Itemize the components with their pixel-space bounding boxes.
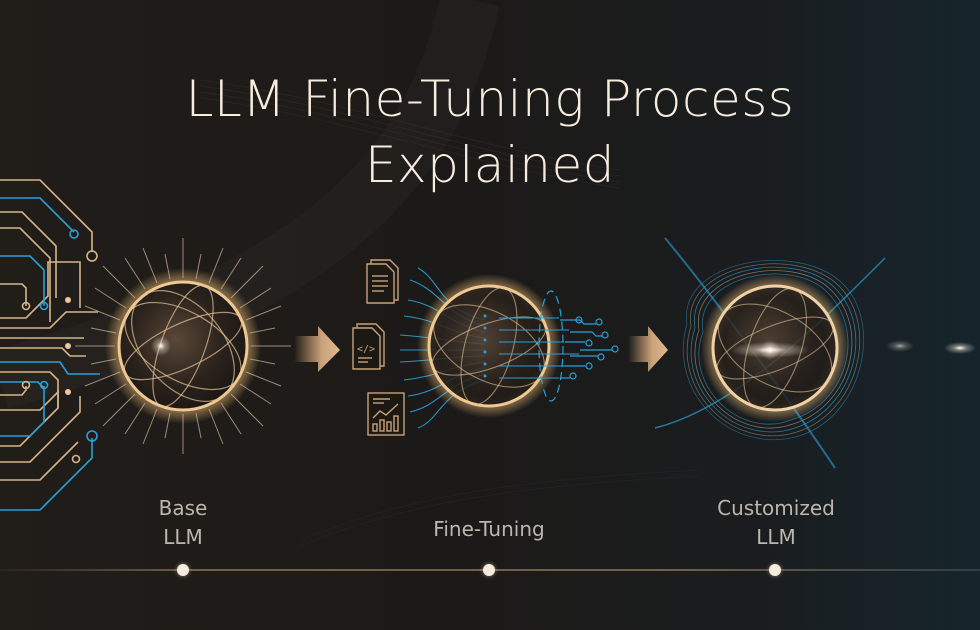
title-line-1: LLM Fine-Tuning Process <box>185 70 795 128</box>
arrow-right-icon <box>294 326 340 372</box>
circuit-traces-decoration <box>0 179 100 511</box>
stage-label-customized-llm: Customized LLM <box>717 496 835 549</box>
svg-text:</>: </> <box>357 344 375 355</box>
stage-label-fine-tuning: Fine-Tuning <box>433 517 545 541</box>
title-line-2: Explained <box>364 136 616 194</box>
timeline-dot-base-llm <box>177 564 189 576</box>
timeline-dot-fine-tuning <box>483 564 495 576</box>
fine-tuning-globe-icon <box>417 274 579 418</box>
chart-report-icon <box>367 392 405 436</box>
base-llm-globe-icon <box>75 238 291 454</box>
document-text-icon <box>366 259 399 304</box>
page-title: LLM Fine-Tuning Process Explained <box>0 66 980 198</box>
code-file-icon: </> <box>352 323 385 370</box>
stage-label-base-llm: Base LLM <box>158 496 208 549</box>
output-nodes-decoration <box>560 316 619 380</box>
timeline-dot-customized-llm <box>769 564 781 576</box>
arrow-right-icon <box>628 326 668 372</box>
customized-llm-globe-icon <box>654 237 886 469</box>
